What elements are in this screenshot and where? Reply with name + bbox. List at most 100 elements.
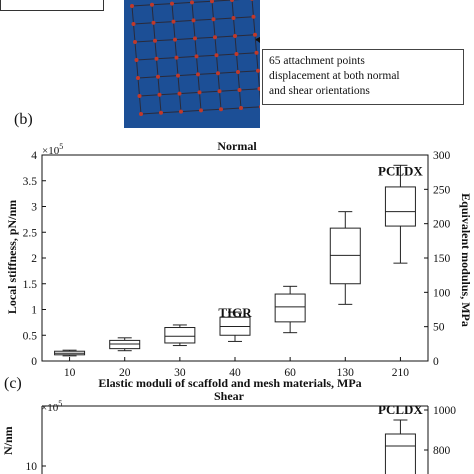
annotation-label: TIGR	[218, 305, 252, 320]
mesh-photo	[124, 0, 260, 128]
y-right-tick-label: 200	[433, 219, 451, 231]
attachment-point	[156, 74, 160, 79]
attachment-point	[171, 19, 176, 24]
attachment-point	[199, 108, 203, 113]
attachment-point	[177, 91, 182, 96]
panel-label-c: (c)	[4, 375, 22, 392]
box	[164, 327, 196, 344]
attachment-point	[139, 112, 143, 116]
y-axis-label-shear-partial: N/nm	[1, 426, 15, 455]
attachment-point	[137, 94, 142, 98]
attachment-point	[191, 18, 196, 23]
y-tick-label: 0	[31, 356, 37, 368]
annotation-label: PCLDX	[378, 402, 423, 417]
callout-line: displacement at both normal	[269, 70, 400, 82]
attachment-point	[157, 92, 162, 97]
y-tick-label: 1	[31, 305, 37, 317]
x-axis-label: Elastic moduli of scaffold and mesh mate…	[98, 376, 361, 390]
y-axis-right-label: Equivalent modulus, MPa	[459, 193, 473, 327]
panel-label-b: (b)	[14, 111, 33, 128]
y-multiplier-shear: ×105	[41, 399, 62, 414]
attachment-point	[259, 105, 260, 109]
y-tick-label: 1.5	[23, 279, 38, 291]
callout-note: 65 attachment points displacement at bot…	[262, 49, 464, 105]
attachment-point	[216, 71, 220, 76]
attachment-point	[136, 76, 140, 80]
attachment-point	[176, 73, 180, 78]
x-tick-label: 60	[284, 367, 296, 379]
top-left-frame	[0, 0, 104, 11]
callout-line: 65 attachment points	[269, 55, 365, 67]
x-tick-label: 10	[64, 367, 76, 379]
y-tick-label: 0.5	[23, 330, 38, 342]
attachment-points	[130, 0, 260, 116]
attachment-point	[230, 0, 234, 2]
attachment-point	[194, 54, 199, 59]
callout-line: and shear orientations	[269, 85, 370, 97]
attachment-point	[213, 35, 217, 40]
attachment-point	[251, 14, 256, 19]
attachment-point	[130, 4, 134, 8]
x-tick-label: 210	[392, 367, 410, 379]
attachment-point	[234, 52, 239, 56]
attachment-point	[197, 90, 202, 95]
attachment-point	[214, 53, 219, 58]
boxplot-chart: ×105 Normal 00.511.522.533.5405010015020…	[1, 139, 473, 474]
y-right-tick-label: 800	[433, 445, 451, 457]
y-right-tick-label: 100	[433, 287, 451, 299]
attachment-point	[151, 20, 156, 25]
attachment-point	[256, 68, 260, 73]
attachment-point	[133, 40, 137, 44]
attachment-point	[211, 17, 216, 22]
attachment-point	[159, 110, 163, 115]
plot-area-shear: 1000 800 10 PCLDX	[26, 402, 456, 474]
attachment-point	[210, 0, 214, 4]
y-right-tick-label: 1000	[433, 405, 456, 417]
annotation-label: PCLDX	[378, 164, 423, 179]
attachment-point	[237, 88, 242, 92]
attachment-point	[190, 0, 194, 5]
attachment-point	[254, 50, 259, 55]
y-tick-label: 4	[31, 150, 37, 162]
attachment-point	[219, 107, 223, 112]
attachment-point	[179, 109, 183, 114]
y-right-tick-label: 150	[433, 253, 451, 265]
y-right-tick-label: 250	[433, 184, 451, 196]
x-tick-label: 130	[337, 367, 355, 379]
attachment-point	[257, 86, 260, 91]
attachment-point	[236, 70, 240, 74]
y-tick-label: 3	[31, 202, 37, 214]
box	[329, 227, 361, 285]
attachment-point	[154, 56, 159, 61]
attachment-point	[250, 0, 254, 1]
y-right-tick-label: 0	[433, 356, 439, 368]
y-right-tick-label: 50	[433, 322, 445, 334]
attachment-point	[153, 38, 157, 43]
attachment-point	[253, 32, 257, 37]
attachment-point	[150, 2, 154, 7]
box	[384, 186, 416, 227]
y-tick-label: 2	[31, 253, 37, 265]
attachment-point	[173, 37, 177, 42]
y-tick-label: 10	[26, 461, 38, 473]
attachment-point	[217, 89, 222, 94]
chart-title: Normal	[217, 139, 257, 153]
x-tick-label: 40	[229, 367, 241, 379]
arrowhead	[256, 38, 260, 43]
box	[109, 339, 141, 350]
attachment-point	[231, 16, 236, 20]
y-right-tick-label: 300	[433, 150, 451, 162]
attachment-point	[170, 1, 174, 6]
chart-title-shear: Shear	[214, 389, 245, 403]
x-tick-label: 30	[174, 367, 186, 379]
y-multiplier: ×105	[42, 142, 63, 157]
attachment-point	[134, 58, 139, 62]
attachment-point	[174, 55, 179, 60]
y-axis-label: Local stiffness, pN/nm	[5, 200, 19, 314]
attachment-point	[196, 72, 200, 77]
attachment-point	[233, 34, 237, 38]
x-tick-label: 20	[119, 367, 131, 379]
box	[384, 433, 416, 474]
y-tick-label: 3.5	[23, 176, 38, 188]
